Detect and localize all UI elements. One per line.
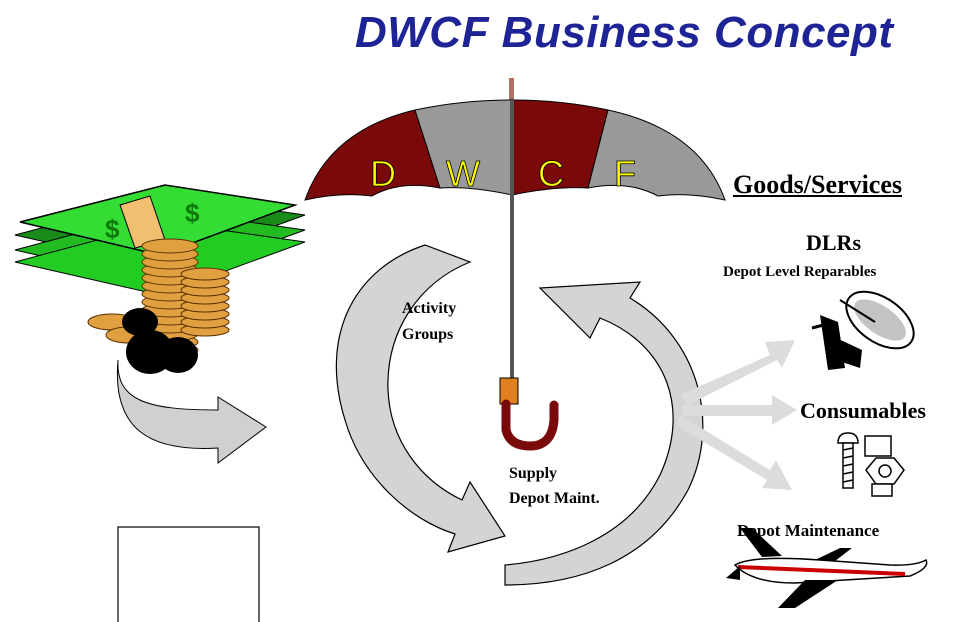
cycle-label-depot-maint: Depot Maint. [509, 490, 600, 507]
airplane-icon [726, 528, 928, 608]
umbrella-letter-c: C [538, 153, 564, 194]
umbrella-letter-w: W [446, 153, 480, 194]
cycle-arrows [335, 244, 704, 586]
umbrella-letter-d: D [370, 153, 396, 194]
satellite-dish-icon [811, 290, 915, 370]
svg-text:$: $ [185, 198, 200, 228]
page-title: DWCF Business Concept [355, 8, 894, 57]
bolt-and-nut-icon [837, 432, 905, 497]
consumables-label: Consumables [800, 398, 926, 423]
svg-text:$: $ [105, 214, 120, 244]
curved-arrow-right [116, 359, 267, 464]
dlrs-label: DLRs [806, 230, 862, 255]
goods-services-heading: Goods/Services [733, 170, 902, 199]
depot-maintenance-label: Depot Maintenance [737, 521, 880, 540]
cycle-label-supply: Supply [509, 465, 558, 482]
cycle-label-groups: Groups [402, 326, 454, 343]
goods-arrows [676, 340, 797, 490]
umbrella-letter-f: F [614, 153, 636, 194]
empty-box [117, 526, 260, 622]
money-pile-icon: $ $ [14, 184, 306, 374]
umbrella-icon: D W C F [304, 78, 726, 451]
cycle-label-activity: Activity [402, 300, 457, 317]
dlrs-sublabel: Depot Level Reparables [723, 264, 877, 280]
